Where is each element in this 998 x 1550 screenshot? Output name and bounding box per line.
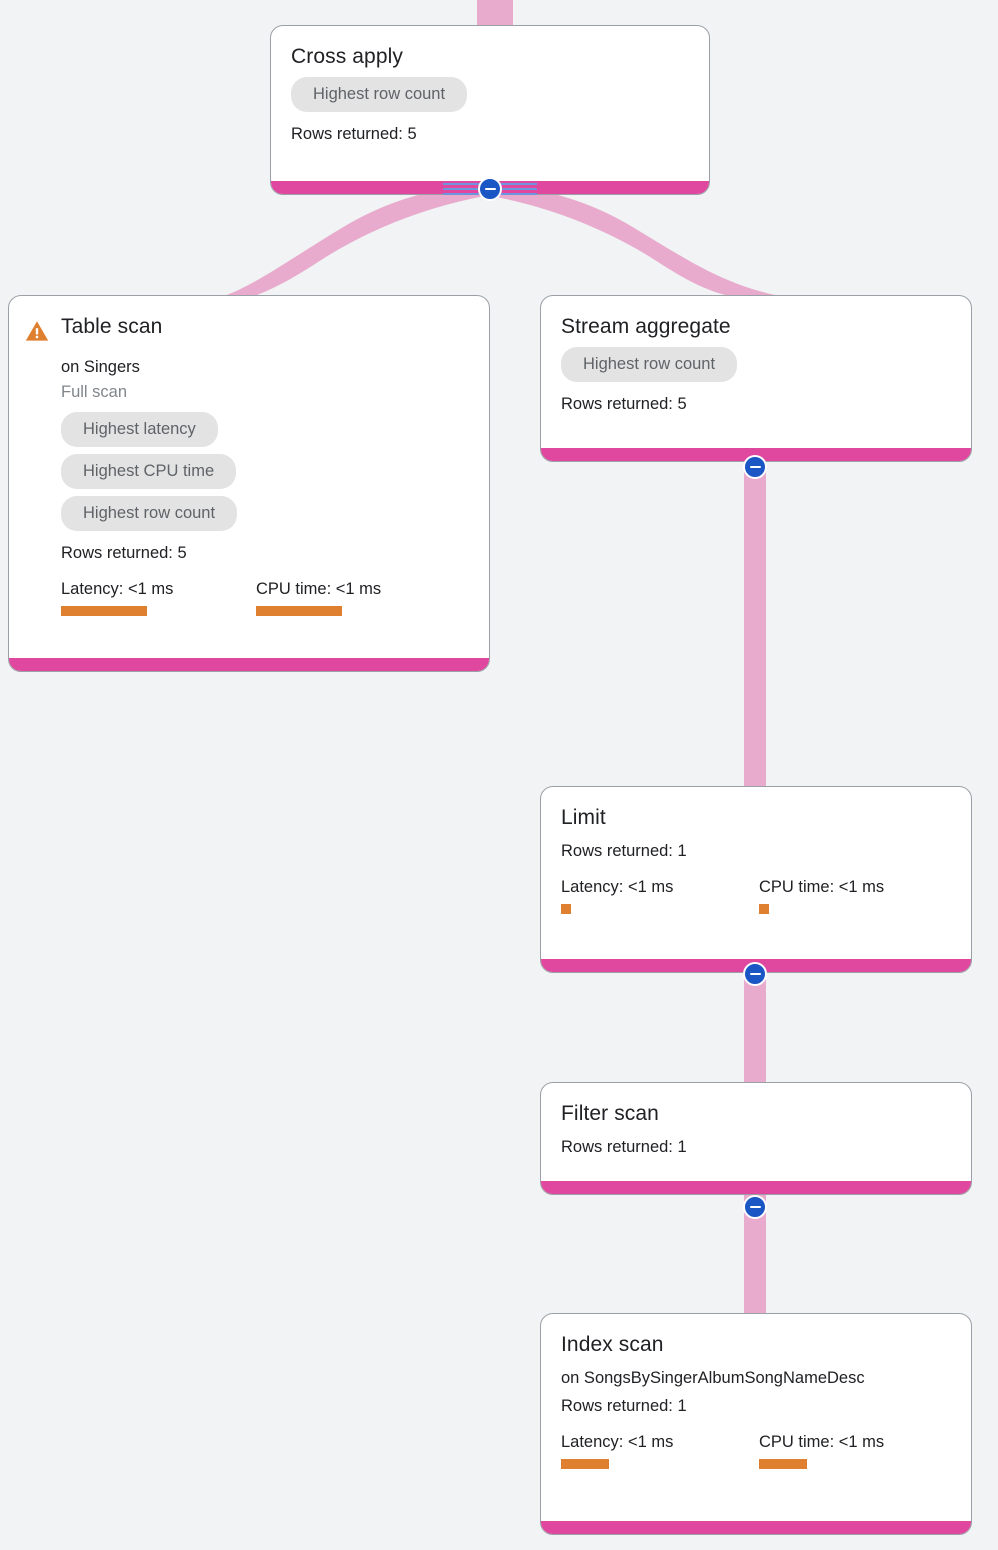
minus-icon	[749, 466, 761, 468]
chip-highest-row-count: Highest row count	[61, 496, 238, 531]
metric-bar	[256, 606, 342, 616]
metric-bar	[561, 1459, 609, 1469]
metric-bar	[759, 904, 769, 914]
metric-latency: Latency: <1 ms	[561, 876, 759, 914]
node-rows-returned: Rows returned: 1	[561, 1138, 687, 1156]
node-rows-returned: Rows returned: 1	[561, 842, 687, 860]
node-footer-bar	[9, 658, 489, 671]
node-metrics: Latency: <1 ms CPU time: <1 ms	[561, 1431, 951, 1469]
node-footer-bar	[541, 1521, 971, 1534]
metric-label: CPU time: <1 ms	[759, 1433, 885, 1451]
node-title: Cross apply	[291, 45, 403, 68]
metric-label: CPU time: <1 ms	[256, 580, 382, 598]
metric-cpu-time: CPU time: <1 ms	[759, 1431, 884, 1469]
node-target: on SongsBySingerAlbumSongNameDesc	[561, 1369, 865, 1387]
node-body: Table scan on Singers Full scan Highest …	[9, 296, 489, 658]
chip-highest-cpu-time: Highest CPU time	[61, 454, 237, 489]
metric-cpu-time: CPU time: <1 ms	[256, 578, 381, 616]
metric-bar	[759, 1459, 807, 1469]
node-title: Index scan	[561, 1333, 664, 1356]
node-metrics: Latency: <1 ms CPU time: <1 ms	[561, 876, 951, 914]
node-scan-type: Full scan	[61, 383, 128, 401]
metric-label: Latency: <1 ms	[61, 580, 174, 598]
node-title: Filter scan	[561, 1102, 659, 1125]
node-index-scan[interactable]: Index scan on SongsBySingerAlbumSongName…	[540, 1313, 972, 1535]
node-filter-scan[interactable]: Filter scan Rows returned: 1	[540, 1082, 972, 1195]
node-chips: Highest row count	[291, 77, 689, 119]
node-title: Limit	[561, 806, 606, 829]
edge-cross-apply-to-stream-aggregate	[489, 185, 780, 303]
node-footer-bar	[541, 1181, 971, 1194]
node-target: on Singers	[61, 358, 140, 376]
metric-bar	[61, 606, 147, 616]
node-title-row: Table scan	[25, 314, 469, 347]
node-body: Stream aggregate Highest row count Rows …	[541, 296, 971, 448]
chip-highest-row-count: Highest row count	[561, 347, 738, 382]
metric-label: CPU time: <1 ms	[759, 878, 885, 896]
edge-cross-apply-to-table-scan	[224, 185, 487, 303]
node-footer-bar	[541, 448, 971, 461]
node-body: Filter scan Rows returned: 1	[541, 1083, 971, 1181]
edge-stream-aggregate-to-limit	[744, 455, 766, 790]
node-body: Index scan on SongsBySingerAlbumSongName…	[541, 1314, 971, 1521]
collapse-toggle-cross-apply[interactable]	[478, 177, 502, 201]
node-title: Table scan	[61, 315, 163, 338]
metric-label: Latency: <1 ms	[561, 1433, 674, 1451]
collapse-toggle-limit[interactable]	[743, 962, 767, 986]
minus-icon	[484, 188, 496, 190]
minus-icon	[749, 973, 761, 975]
chip-highest-latency: Highest latency	[61, 412, 218, 447]
node-chips: Highest row count	[561, 347, 951, 389]
node-stream-aggregate[interactable]: Stream aggregate Highest row count Rows …	[540, 295, 972, 462]
node-rows-returned: Rows returned: 5	[291, 125, 417, 143]
chip-highest-row-count: Highest row count	[291, 77, 468, 112]
metric-cpu-time: CPU time: <1 ms	[759, 876, 884, 914]
node-rows-returned: Rows returned: 5	[561, 395, 687, 413]
node-body: Cross apply Highest row count Rows retur…	[271, 26, 709, 181]
node-title-row: Stream aggregate	[561, 314, 951, 340]
node-metrics: Latency: <1 ms CPU time: <1 ms	[61, 578, 469, 616]
node-title-row: Filter scan	[561, 1101, 951, 1127]
node-table-scan[interactable]: Table scan on Singers Full scan Highest …	[8, 295, 490, 672]
collapse-toggle-stream-aggregate[interactable]	[743, 455, 767, 479]
node-body: Limit Rows returned: 1 Latency: <1 ms CP…	[541, 787, 971, 959]
node-rows-returned: Rows returned: 5	[61, 544, 187, 562]
node-limit[interactable]: Limit Rows returned: 1 Latency: <1 ms CP…	[540, 786, 972, 973]
node-title: Stream aggregate	[561, 315, 731, 338]
minus-icon	[749, 1206, 761, 1208]
metric-bar	[561, 904, 571, 914]
node-title-row: Cross apply	[291, 44, 689, 70]
node-title-row: Index scan	[561, 1332, 951, 1358]
metric-label: Latency: <1 ms	[561, 878, 674, 896]
metric-latency: Latency: <1 ms	[561, 1431, 759, 1469]
warning-icon	[25, 320, 49, 347]
metric-latency: Latency: <1 ms	[61, 578, 256, 616]
node-cross-apply[interactable]: Cross apply Highest row count Rows retur…	[270, 25, 710, 195]
node-title-row: Limit	[561, 805, 951, 831]
node-chips: Highest latency Highest CPU time Highest…	[61, 412, 469, 538]
collapse-toggle-filter-scan[interactable]	[743, 1195, 767, 1219]
node-rows-returned: Rows returned: 1	[561, 1397, 687, 1415]
